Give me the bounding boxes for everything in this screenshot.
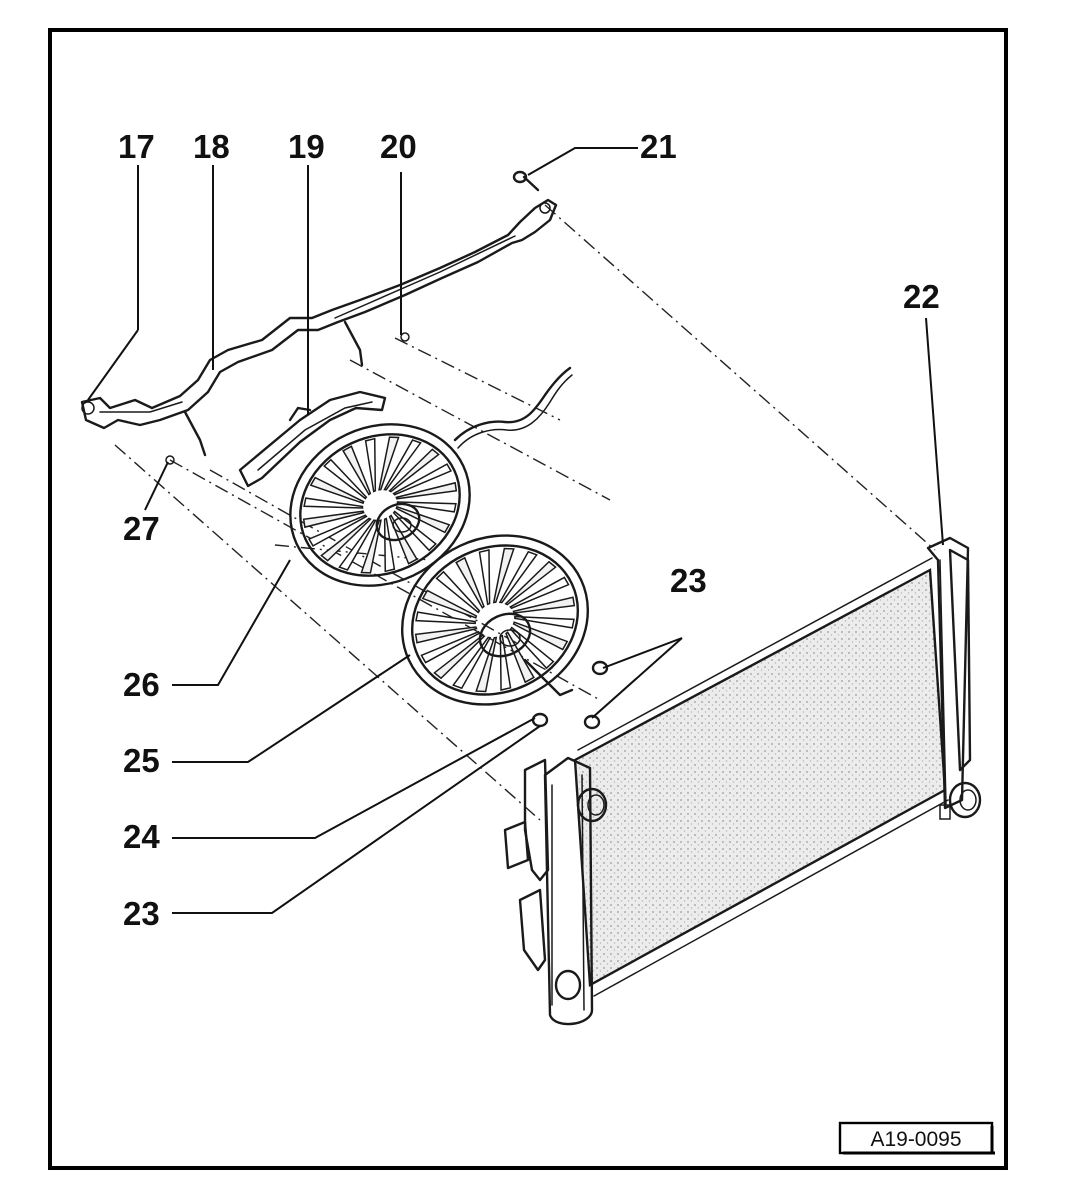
fastener-27 (165, 455, 175, 465)
leader-lines (87, 147, 944, 914)
fan-blade (396, 501, 457, 513)
callout-17: 17 (118, 128, 155, 165)
fan-blade (360, 519, 382, 574)
fan-blade (303, 497, 364, 509)
reference-code-box: A19-0095 (838, 1121, 995, 1155)
fan-blade (338, 519, 377, 571)
fastener-20 (400, 332, 410, 342)
fan-blade (475, 636, 498, 693)
fan-blade (514, 615, 575, 629)
reference-code: A19-0095 (870, 1128, 961, 1151)
fan-25 (400, 534, 590, 706)
callout-21: 21 (640, 128, 677, 165)
fan-blade (323, 458, 368, 500)
nut-24 (583, 714, 601, 730)
fan-blade (504, 560, 557, 606)
callout-25: 25 (123, 742, 160, 779)
fan-blade (302, 510, 365, 529)
callout-23-lower: 23 (123, 895, 160, 932)
fan-blade (509, 626, 555, 670)
fan-blade (395, 505, 451, 534)
callout-26: 26 (123, 666, 160, 703)
fan-blade (307, 514, 368, 547)
fan-blade (433, 634, 486, 680)
fan-blade (415, 611, 476, 625)
fan-blade (392, 463, 453, 496)
bolt-21 (512, 170, 540, 192)
fan-blade (378, 436, 400, 491)
fan-motor-wire (453, 366, 572, 442)
radiator-22 (503, 536, 982, 1026)
fan-blade (388, 514, 418, 565)
fan-blade (455, 556, 485, 609)
fan-blade (505, 631, 535, 684)
fan-blade (421, 589, 478, 619)
fan-blade (388, 448, 440, 493)
fan-blade (435, 570, 481, 614)
fan-blade (452, 636, 492, 690)
callout-20: 20 (380, 128, 417, 165)
fan-blade (342, 445, 372, 496)
fan-26 (289, 423, 471, 587)
nut-23-upper (591, 660, 609, 676)
fan-blade (512, 621, 569, 651)
callout-24: 24 (123, 818, 160, 855)
callout-23-upper: 23 (670, 562, 707, 599)
callout-22: 22 (903, 278, 940, 315)
fan-blade (420, 630, 481, 664)
fan-blade (414, 626, 478, 644)
fan-blade (509, 576, 570, 610)
fan-blade (478, 549, 491, 606)
clip-19 (238, 390, 387, 488)
callout-19: 19 (288, 128, 325, 165)
fan-blade (383, 517, 396, 573)
fan-blade (383, 439, 422, 491)
fan-blade (499, 634, 512, 691)
callout-27: 27 (123, 510, 160, 547)
callout-18: 18 (193, 128, 230, 165)
fan-blade (492, 547, 515, 604)
fan-blade (320, 517, 372, 562)
callout-labels: 17 18 19 20 21 22 23 26 25 24 23 27 (118, 128, 940, 932)
fan-blade (309, 476, 365, 505)
fan-blade (395, 481, 458, 500)
fan-blade (498, 550, 538, 604)
fan-blade (364, 437, 377, 493)
fan-blade (512, 596, 576, 614)
